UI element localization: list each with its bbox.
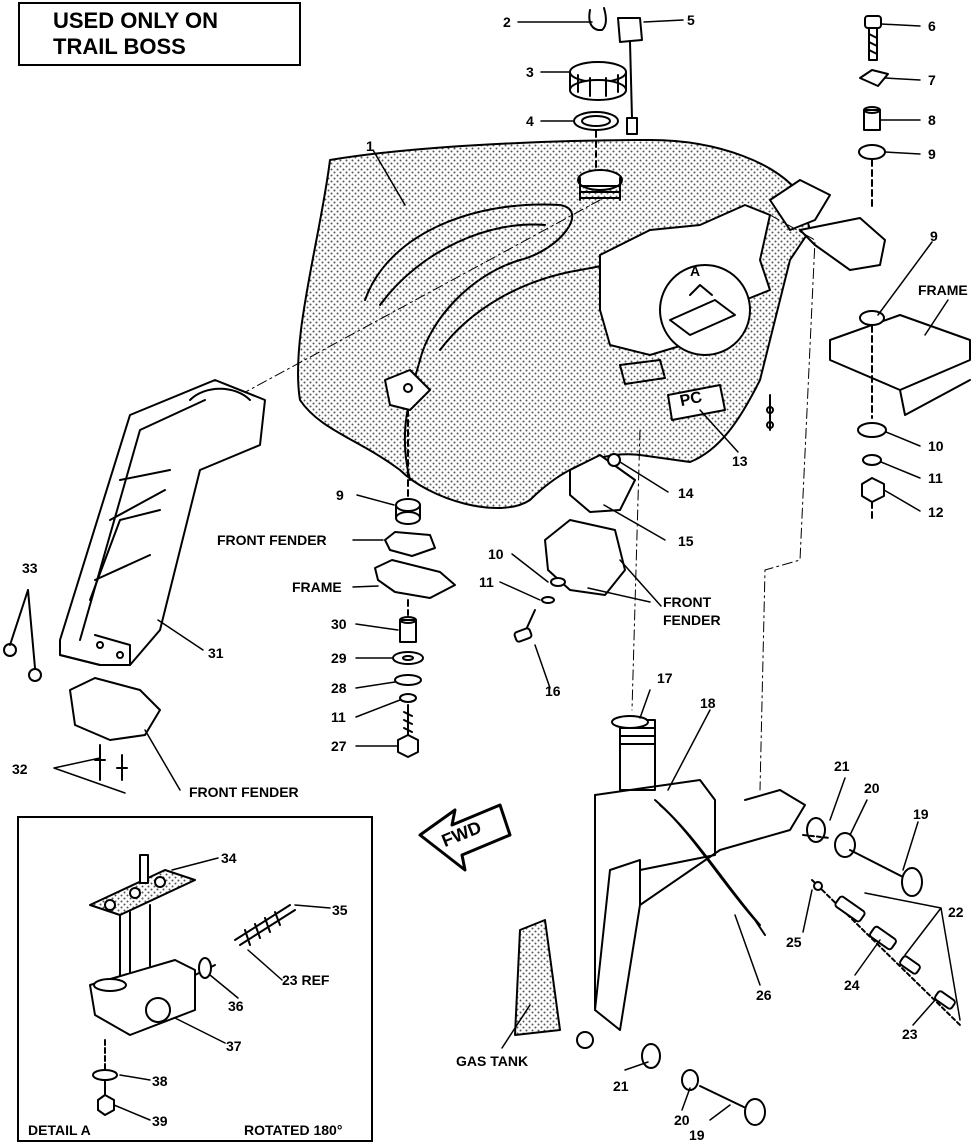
callout-4: 4 — [526, 113, 534, 129]
gas-tank-lower — [514, 715, 961, 1126]
detail-a-callout-circle — [659, 264, 751, 356]
callout-38: 38 — [152, 1073, 168, 1089]
title-line-2: TRAIL BOSS — [53, 34, 186, 59]
callout-32: 32 — [12, 761, 28, 777]
callout-18: 18 — [700, 695, 716, 711]
label-frame-right: FRAME — [918, 282, 968, 298]
callout-11-left: 11 — [331, 709, 346, 725]
callout-9-frame: 9 — [930, 228, 938, 244]
decal-plate — [667, 384, 726, 421]
callout-26: 26 — [756, 987, 772, 1003]
callout-11-right: 11 — [928, 470, 943, 486]
leader-lines — [53, 19, 961, 1121]
callout-23: 23 — [902, 1026, 918, 1042]
right-fastener-stack — [829, 15, 971, 521]
cap-assembly — [569, 7, 643, 171]
callout-28: 28 — [331, 680, 347, 696]
callout-27: 27 — [331, 738, 347, 754]
callout-29: 29 — [331, 650, 347, 666]
detail-title: DETAIL A — [28, 1122, 91, 1138]
callout-6: 6 — [928, 18, 936, 34]
callout-15: 15 — [678, 533, 694, 549]
callout-3: 3 — [526, 64, 534, 80]
callout-24: 24 — [844, 977, 860, 993]
label-front-fender-left: FRONT FENDER — [189, 784, 299, 800]
detail-a-box — [17, 816, 373, 1142]
callout-1: 1 — [366, 138, 374, 154]
callout-22: 22 — [948, 904, 964, 920]
support-bracket — [59, 379, 266, 666]
callout-10-center: 10 — [488, 546, 504, 562]
label-front-fender-center: FRONT FENDER — [217, 532, 327, 548]
fuel-tank-body — [297, 139, 831, 509]
title-line-1: USED ONLY ON — [53, 8, 219, 33]
detail-rotation: ROTATED 180° — [244, 1122, 343, 1138]
callout-19-lower: 19 — [689, 1127, 705, 1143]
label-gas-tank: GAS TANK — [456, 1053, 529, 1069]
callout-21-lower: 21 — [613, 1078, 629, 1094]
callout-14: 14 — [678, 485, 694, 501]
callout-2: 2 — [503, 14, 511, 30]
callout-5: 5 — [687, 12, 695, 28]
callout-33: 33 — [22, 560, 38, 576]
center-mount-stack — [374, 409, 456, 758]
label-frame-center: FRAME — [292, 579, 342, 595]
title-box — [18, 2, 301, 66]
callout-9-center: 9 — [336, 487, 344, 503]
callout-35: 35 — [332, 902, 348, 918]
callout-17: 17 — [657, 670, 673, 686]
callout-16: 16 — [545, 683, 561, 699]
callout-11-center: 11 — [479, 574, 494, 590]
callout-25: 25 — [786, 934, 802, 950]
callout-34: 34 — [221, 850, 237, 866]
label-front-fender-right-2: FENDER — [663, 612, 721, 628]
callout-9-top: 9 — [928, 146, 936, 162]
callout-13: 13 — [732, 453, 748, 469]
callout-36: 36 — [228, 998, 244, 1014]
callout-10-right: 10 — [928, 438, 944, 454]
detail-a-drawing — [89, 854, 296, 1116]
callout-31: 31 — [208, 645, 224, 661]
callout-21-upper: 21 — [834, 758, 850, 774]
callout-37: 37 — [226, 1038, 242, 1054]
right-fender-mount — [513, 453, 636, 643]
callout-8: 8 — [928, 112, 936, 128]
fwd-arrow — [418, 803, 512, 872]
callout-30: 30 — [331, 616, 347, 632]
label-front-fender-right-1: FRONT — [663, 594, 712, 610]
callout-20-lower: 20 — [674, 1112, 690, 1128]
callout-12: 12 — [928, 504, 944, 520]
callout-20-upper: 20 — [864, 780, 880, 796]
callout-7: 7 — [928, 72, 936, 88]
callout-19-upper: 19 — [913, 806, 929, 822]
label-detail-marker: A — [690, 263, 701, 279]
callout-39: 39 — [152, 1113, 168, 1129]
callout-23-ref: 23 REF — [282, 972, 330, 988]
